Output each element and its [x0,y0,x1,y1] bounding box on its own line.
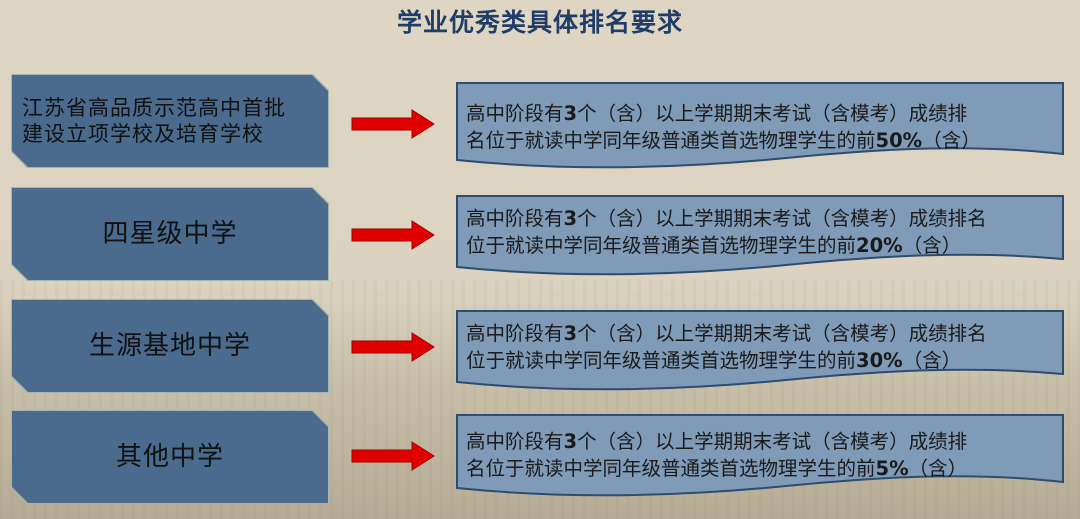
school-type-line: 江苏省高品质示范高中首批 [22,95,286,120]
school-type-label: 江苏省高品质示范高中首批 建设立项学校及培育学校 [18,95,322,148]
wave-box-shape [456,414,1064,497]
school-type-box: 生源基地中学 [12,300,328,392]
requirement-row: 生源基地中学 高中阶段有3个（含）以上学期期末考试（含模考）成绩排名 位于就读中… [0,299,1080,399]
arrow-right-icon [351,109,435,139]
requirement-line: 高中阶段有3个（含）以上学期期末考试（含模考）成绩排 [466,430,968,453]
requirement-row: 其他中学 高中阶段有3个（含）以上学期期末考试（含模考）成绩排 名位于就读中学同… [0,410,1080,510]
requirement-line: 位于就读中学同年级普通类首选物理学生的前20%（含） [466,234,962,257]
school-type-box: 四星级中学 [12,188,328,280]
requirement-box: 高中阶段有3个（含）以上学期期末考试（含模考）成绩排名 位于就读中学同年级普通类… [456,195,1064,283]
school-type-line: 建设立项学校及培育学校 [22,122,264,146]
school-type-box: 其他中学 [12,411,328,503]
requirement-row: 江苏省高品质示范高中首批 建设立项学校及培育学校 高中阶段有3个（含）以上学期期… [0,74,1080,174]
arrow-right-icon [351,441,435,471]
page-title: 学业优秀类具体排名要求 [396,8,683,37]
arrow-right-icon [351,332,435,362]
wave-box-shape [456,82,1064,169]
requirement-text: 高中阶段有3个（含）以上学期期末考试（含模考）成绩排 名位于就读中学同年级普通类… [466,428,1062,482]
requirement-row: 四星级中学 高中阶段有3个（含）以上学期期末考试（含模考）成绩排名 位于就读中学… [0,187,1080,287]
school-type-label: 四星级中学 [102,218,238,249]
wave-box-shape [456,195,1064,276]
arrow-right-icon [351,220,435,250]
requirement-line: 高中阶段有3个（含）以上学期期末考试（含模考）成绩排名 [466,207,987,230]
requirement-line: 名位于就读中学同年级普通类首选物理学生的前50%（含） [466,129,981,152]
requirement-line: 高中阶段有3个（含）以上学期期末考试（含模考）成绩排名 [466,322,987,345]
requirement-box: 高中阶段有3个（含）以上学期期末考试（含模考）成绩排 名位于就读中学同年级普通类… [456,82,1064,170]
requirement-line: 名位于就读中学同年级普通类首选物理学生的前5%（含） [466,457,968,480]
school-type-label: 生源基地中学 [88,330,251,361]
school-type-box: 江苏省高品质示范高中首批 建设立项学校及培育学校 [12,75,328,167]
requirement-box: 高中阶段有3个（含）以上学期期末考试（含模考）成绩排 名位于就读中学同年级普通类… [456,414,1064,502]
requirement-line: 高中阶段有3个（含）以上学期期末考试（含模考）成绩排 [466,102,968,125]
requirement-text: 高中阶段有3个（含）以上学期期末考试（含模考）成绩排名 位于就读中学同年级普通类… [466,320,1062,374]
wave-box-shape [456,310,1064,391]
requirement-text: 高中阶段有3个（含）以上学期期末考试（含模考）成绩排 名位于就读中学同年级普通类… [466,100,1062,154]
requirement-line: 位于就读中学同年级普通类首选物理学生的前30%（含） [466,349,962,372]
school-type-label: 其他中学 [115,441,224,472]
requirement-text: 高中阶段有3个（含）以上学期期末考试（含模考）成绩排名 位于就读中学同年级普通类… [466,205,1062,259]
requirement-box: 高中阶段有3个（含）以上学期期末考试（含模考）成绩排名 位于就读中学同年级普通类… [456,310,1064,398]
